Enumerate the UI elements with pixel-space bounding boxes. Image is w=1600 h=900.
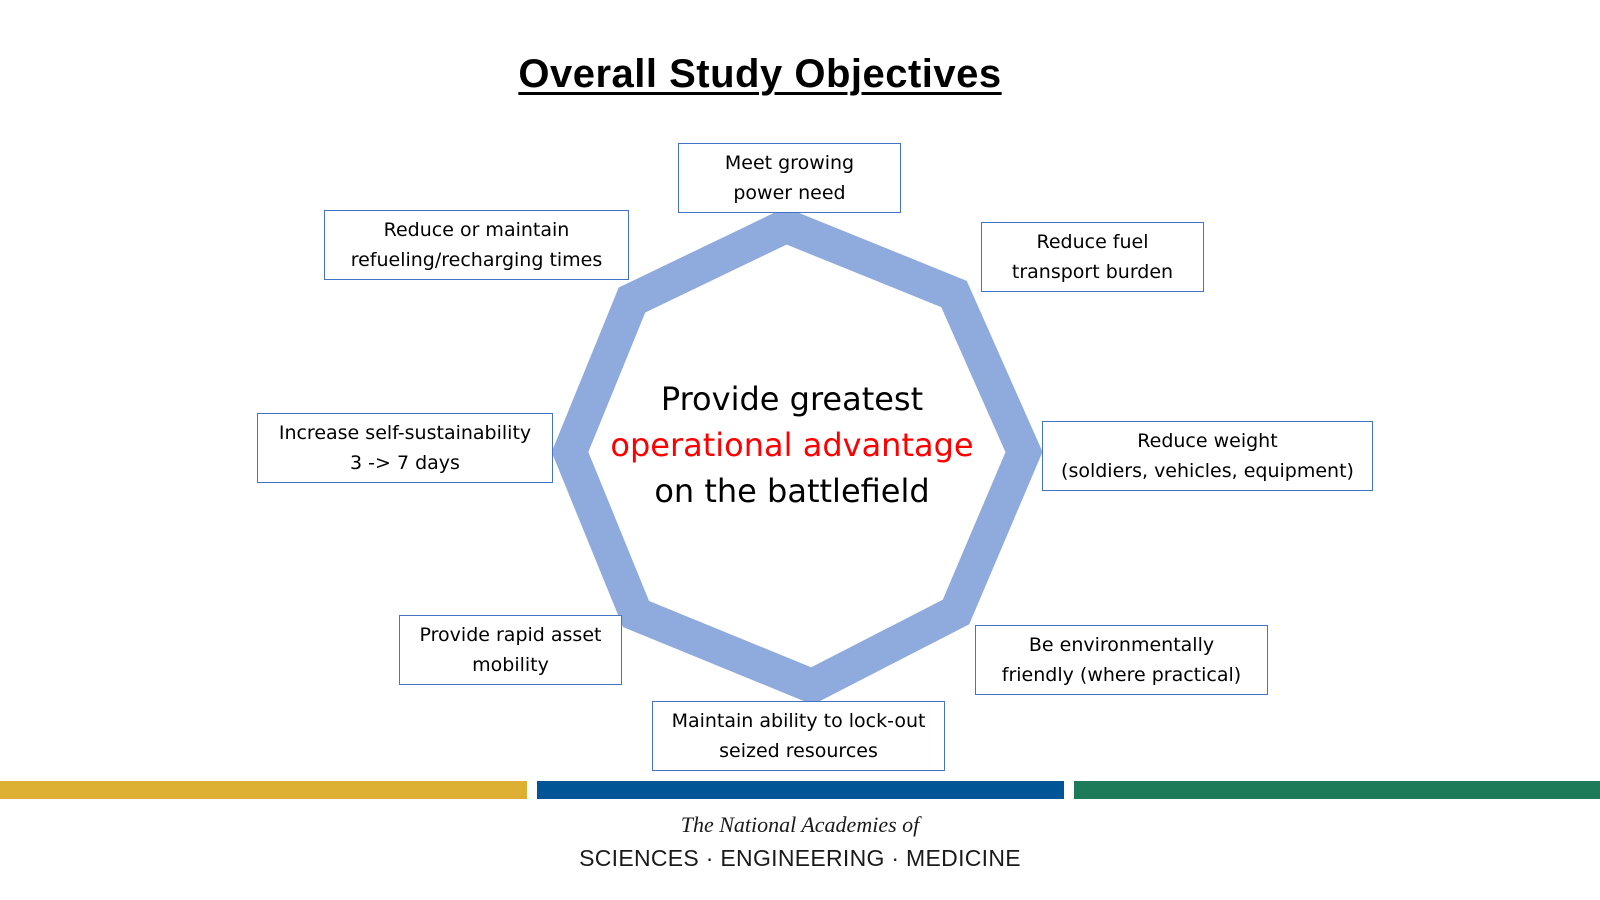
objective-line2: refueling/recharging times xyxy=(350,249,603,271)
objective-reduce-weight: Reduce weight (soldiers, vehicles, equip… xyxy=(1042,421,1373,491)
objective-asset-mobility: Provide rapid asset mobility xyxy=(399,615,622,685)
objective-power-need: Meet growing power need xyxy=(678,143,901,213)
footer-stripe-green xyxy=(1074,781,1600,799)
objective-line1: Provide rapid asset xyxy=(419,624,602,646)
central-goal-line3: on the battlefield xyxy=(654,472,930,510)
octagon-shape xyxy=(551,207,1043,705)
objective-line1: Meet growing xyxy=(724,152,855,174)
objective-line2: transport burden xyxy=(1011,261,1174,283)
objective-line2: seized resources xyxy=(719,740,878,762)
objective-line1: Be environmentally xyxy=(1028,634,1215,656)
central-goal-highlight: operational advantage xyxy=(610,426,974,464)
objective-fuel-transport: Reduce fuel transport burden xyxy=(981,222,1204,292)
objective-line1: Reduce fuel xyxy=(1036,231,1149,253)
objective-line2: friendly (where practical) xyxy=(1001,664,1242,686)
objective-line1: Reduce or maintain xyxy=(383,219,570,241)
footer-logo-line2: SCIENCES · ENGINEERING · MEDICINE xyxy=(579,845,1021,871)
footer-stripe-gold xyxy=(0,781,527,799)
objective-environment: Be environmentally friendly (where pract… xyxy=(975,625,1268,695)
objective-line1: Maintain ability to lock-out xyxy=(671,710,926,732)
objective-line2: (soldiers, vehicles, equipment) xyxy=(1061,460,1354,482)
page-title: Overall Study Objectives xyxy=(518,52,1002,96)
objective-line1: Reduce weight xyxy=(1137,430,1278,452)
objective-refueling-times: Reduce or maintain refueling/recharging … xyxy=(324,210,629,280)
footer-stripe-blue xyxy=(537,781,1064,799)
footer-logo-line1: The National Academies of xyxy=(680,812,920,837)
objective-lock-out: Maintain ability to lock-out seized reso… xyxy=(652,701,945,771)
objective-line1: Increase self-sustainability xyxy=(278,422,532,444)
central-goal: Provide greatest operational advantage o… xyxy=(592,376,992,514)
objective-line2: 3 -> 7 days xyxy=(350,452,460,474)
central-goal-line1: Provide greatest xyxy=(660,380,924,418)
objective-line2: power need xyxy=(733,182,846,204)
objective-line2: mobility xyxy=(472,654,549,676)
objective-self-sustainability: Increase self-sustainability 3 -> 7 days xyxy=(257,413,553,483)
